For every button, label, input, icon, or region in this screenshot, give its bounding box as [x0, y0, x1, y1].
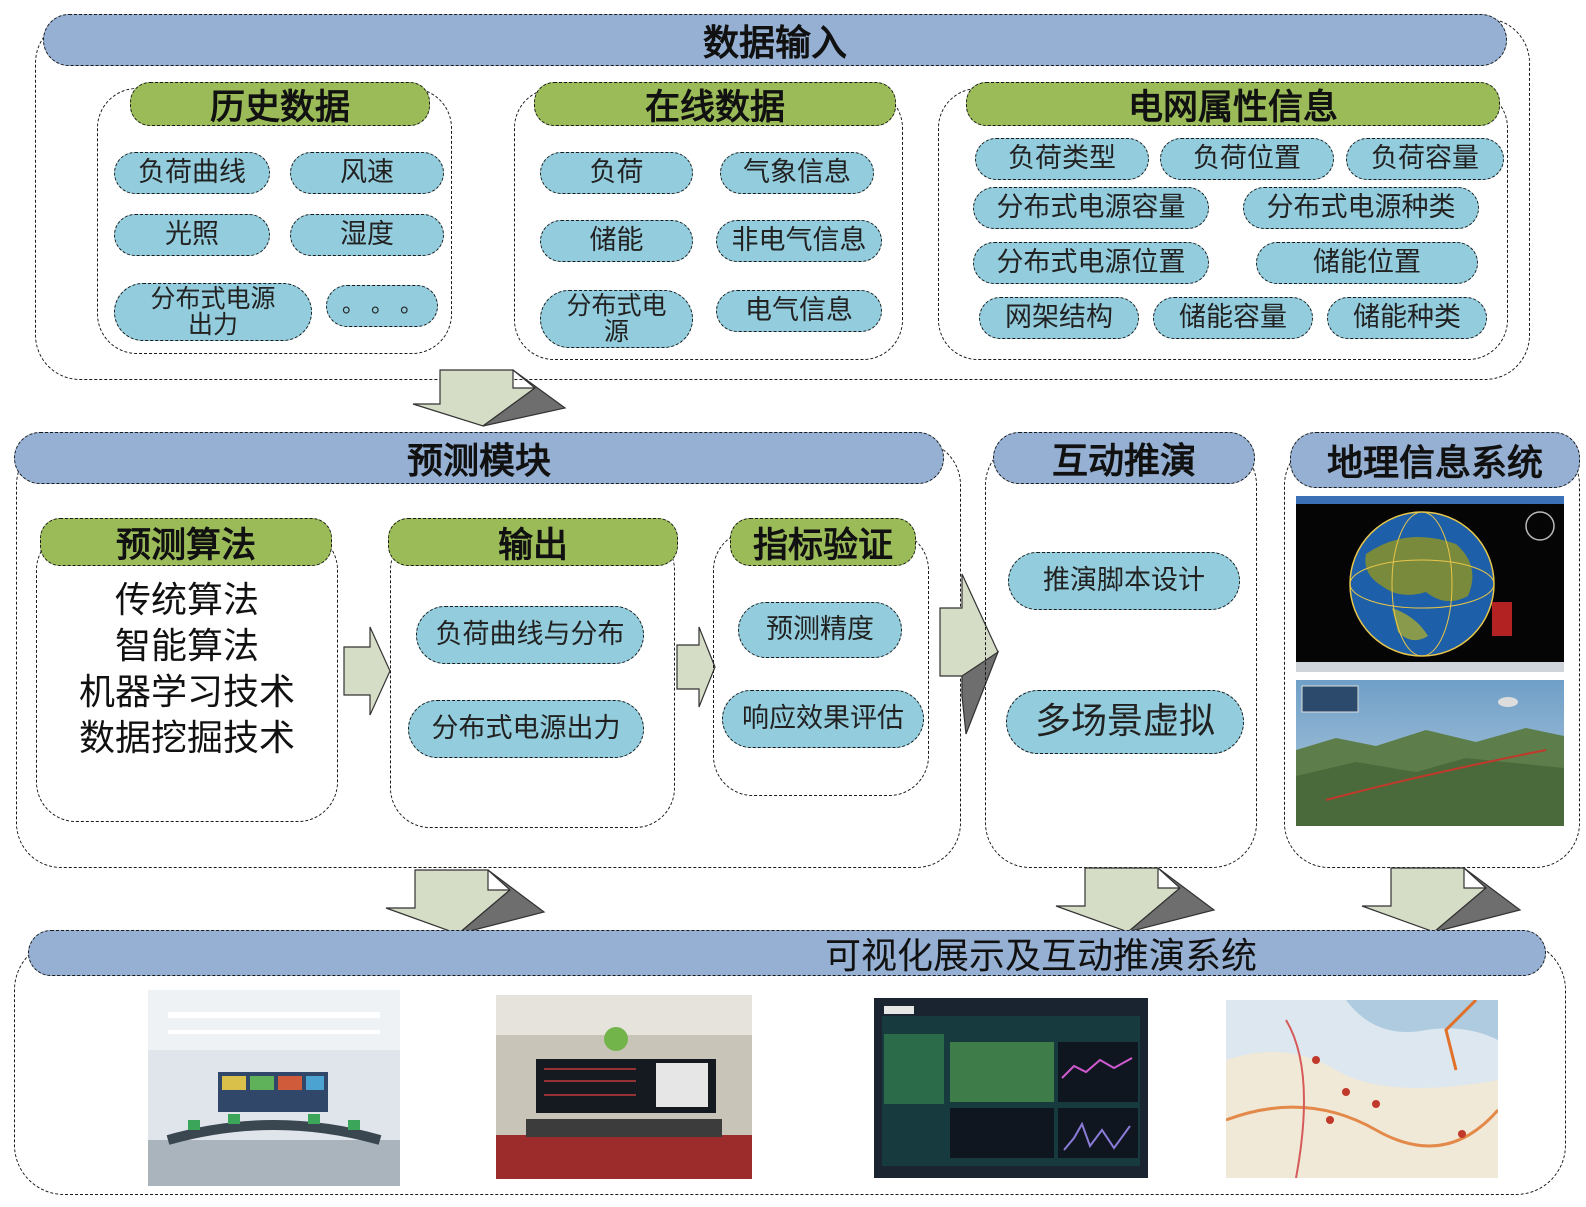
online-item: 电气信息: [716, 290, 882, 332]
grid-attr-item: 分布式电源容量: [973, 187, 1209, 229]
interactive-item: 多场景虚拟: [1006, 690, 1244, 754]
algorithm-line: 数据挖掘技术: [78, 718, 295, 759]
ibm-energy-dashboard-photo: [874, 998, 1148, 1178]
grid-attr-item: 分布式电源位置: [973, 242, 1209, 284]
online-item: 非电气信息: [716, 220, 882, 262]
output-item: 负荷曲线与分布: [416, 606, 644, 664]
validation-item: 响应效果评估: [722, 690, 924, 748]
history-item: 光照: [114, 214, 270, 256]
terrain-3d-screenshot: [1296, 680, 1564, 826]
algorithm-line: 机器学习技术: [78, 672, 295, 713]
forecast-title: 预测模块: [14, 432, 944, 484]
visual-title: 可视化展示及互动推演系统: [28, 930, 1546, 977]
arrow-down-icon: [385, 869, 546, 935]
data-input-title: 数据输入: [43, 14, 1507, 66]
algorithm-title: 预测算法: [40, 518, 332, 566]
online-item: 储能: [540, 220, 693, 262]
output-group: [390, 530, 675, 828]
history-item-ellipsis: 。 。 。: [326, 285, 438, 327]
gis-title: 地理信息系统: [1290, 432, 1580, 488]
history-title: 历史数据: [130, 82, 430, 128]
globe-screenshot: [1296, 496, 1564, 672]
grid-attr-item: 储能容量: [1153, 297, 1313, 339]
algorithm-line: 智能算法: [114, 626, 259, 667]
output-item: 分布式电源出力: [408, 700, 644, 758]
interactive-item: 推演脚本设计: [1008, 552, 1240, 610]
grid-attr-item: 分布式电源种类: [1243, 187, 1479, 229]
validation-title: 指标验证: [730, 518, 916, 566]
grid-attr-item: 负荷位置: [1160, 138, 1334, 180]
algorithm-line: 传统算法: [114, 580, 259, 621]
online-item: 气象信息: [720, 152, 874, 194]
output-title: 输出: [388, 518, 678, 566]
online-title: 在线数据: [534, 82, 896, 128]
history-item: 湿度: [290, 214, 444, 256]
arrow-right-icon: [676, 626, 716, 708]
arrow-right-icon: [939, 573, 1000, 735]
interactive-title: 互动推演: [993, 432, 1255, 484]
validation-group: [713, 530, 929, 796]
online-item: 分布式电源: [540, 290, 693, 348]
arrow-right-icon: [343, 626, 391, 716]
validation-item: 预测精度: [738, 602, 902, 658]
dispatch-center-photo: [496, 995, 752, 1179]
interactive-panel: [985, 440, 1257, 868]
city-map-image: [1226, 1000, 1498, 1178]
grid-attr-item: 网架结构: [979, 297, 1139, 339]
history-item: 分布式电源出力: [114, 283, 312, 341]
grid-attr-item: 负荷类型: [975, 138, 1149, 180]
grid-attr-title: 电网属性信息: [966, 82, 1500, 128]
visual-title-text: 可视化展示及互动推演系统: [825, 936, 1258, 977]
grid-attr-item: 负荷容量: [1346, 138, 1504, 180]
history-item: 负荷曲线: [114, 152, 270, 194]
grid-attr-item: 储能位置: [1256, 242, 1478, 284]
control-room-photo: [148, 990, 400, 1186]
grid-attr-item: 储能种类: [1327, 297, 1487, 339]
arrow-down-icon: [1055, 867, 1216, 933]
online-item: 负荷: [540, 152, 693, 194]
arrow-down-icon: [1361, 867, 1522, 933]
arrow-down-icon: [412, 369, 567, 427]
history-item: 风速: [290, 152, 444, 194]
